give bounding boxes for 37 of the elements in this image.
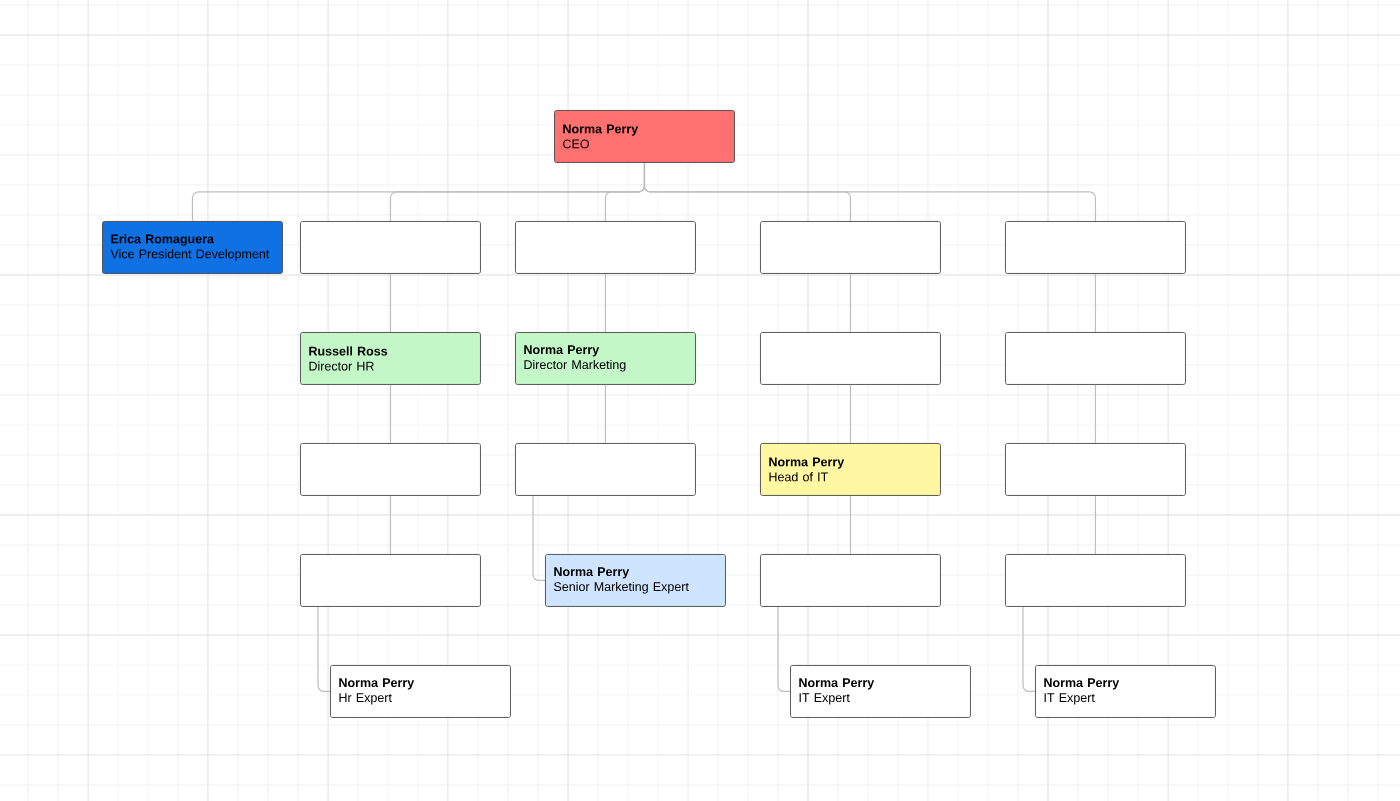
- person-box: Norma Perry Head of IT: [760, 443, 941, 496]
- connector-line: [389, 273, 392, 333]
- connector-line: [317, 606, 331, 693]
- empty-box: [1005, 554, 1186, 607]
- empty-box: [515, 221, 696, 274]
- connector-line: [532, 495, 546, 582]
- connector-line: [849, 495, 852, 555]
- empty-box: [760, 221, 941, 274]
- person-box: Norma Perry Senior Marketing Expert: [545, 554, 726, 607]
- person-box: Norma Perry IT Expert: [790, 665, 971, 718]
- empty-box: [300, 443, 481, 496]
- person-box: Norma Perry Hr Expert: [330, 665, 511, 718]
- connector-line: [389, 384, 392, 444]
- connector-line: [604, 273, 607, 333]
- connector-line: [643, 162, 1097, 222]
- connector-line: [1094, 273, 1097, 333]
- person-box: Russell Ross Director HR: [300, 332, 481, 385]
- connector-line: [1094, 495, 1097, 555]
- empty-box: [1005, 332, 1186, 385]
- empty-box: [300, 221, 481, 274]
- connector-line: [849, 384, 852, 444]
- connector-line: [1094, 384, 1097, 444]
- connector-line: [389, 495, 392, 555]
- person-box: Norma Perry IT Expert: [1035, 665, 1216, 718]
- empty-box: [1005, 443, 1186, 496]
- connector-line: [777, 606, 791, 693]
- empty-box: [515, 443, 696, 496]
- empty-box: [1005, 221, 1186, 274]
- person-box: Norma Perry Director Marketing: [515, 332, 696, 385]
- empty-box: [760, 332, 941, 385]
- connector-line: [604, 384, 607, 444]
- empty-box: [300, 554, 481, 607]
- person-box: Norma Perry CEO: [554, 110, 735, 163]
- person-box: Erica Romaguera Vice President Development: [102, 221, 283, 274]
- empty-box: [760, 554, 941, 607]
- connector-line: [1022, 606, 1036, 693]
- connector-line: [849, 273, 852, 333]
